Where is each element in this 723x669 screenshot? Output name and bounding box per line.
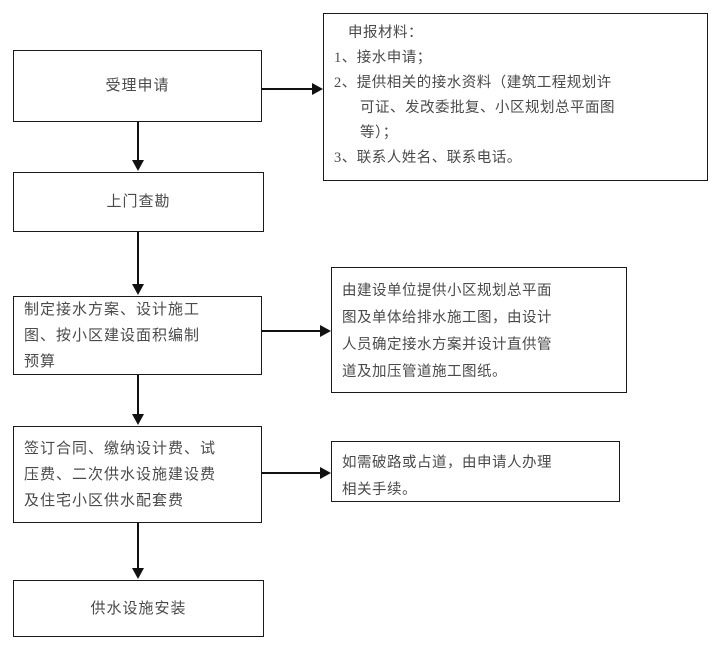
arrowhead-right-icon [312, 83, 323, 95]
process-node-survey[interactable]: 上门查勘 [13, 172, 264, 232]
process-node-plan-label: 制定接水方案、设计施工 图、按小区建设面积编制 预算 [24, 301, 201, 370]
process-node-intake[interactable]: 受理申请 [13, 50, 262, 122]
annotation-note-roadwork[interactable]: 如需破路或占道，由申请人办理 相关手续。 [331, 441, 620, 502]
annotation-note-drawings[interactable]: 由建设单位提供小区规划总平面 图及单体给排水施工图，由设计 人员确定接水方案并设… [331, 267, 627, 393]
note-roadwork-line-2: 相关手续。 [342, 482, 417, 498]
process-node-install[interactable]: 供水设施安装 [13, 580, 264, 637]
process-node-contract[interactable]: 签订合同、缴纳设计费、试 压费、二次供水设施建设费 及住宅小区供水配套费 [13, 426, 262, 523]
note-materials-line-6: 3、联系人姓名、联系电话。 [334, 150, 522, 166]
note-drawings-line-1: 由建设单位提供小区规划总平面 [342, 283, 552, 299]
arrow-shaft [262, 88, 314, 90]
process-node-install-label: 供水设施安装 [90, 600, 187, 617]
note-drawings-line-4: 道及加压管道施工图纸。 [342, 364, 507, 380]
arrow-shaft [137, 122, 139, 161]
process-node-intake-label: 受理申请 [105, 78, 170, 94]
arrowhead-right-icon [320, 467, 331, 479]
arrow-shaft [137, 375, 139, 415]
note-roadwork-line-1: 如需破路或占道，由申请人办理 [342, 455, 552, 471]
process-node-contract-label: 签订合同、缴纳设计费、试 压费、二次供水设施建设费 及住宅小区供水配套费 [24, 440, 217, 509]
process-node-survey-label: 上门查勘 [106, 194, 171, 210]
note-drawings-line-2: 图及单体给排水施工图，由设计 [342, 310, 552, 326]
arrowhead-down-icon [132, 414, 144, 425]
note-materials-line-1: 申报材料： [348, 25, 423, 41]
note-materials-line-5: 等）； [360, 125, 398, 141]
arrowhead-right-icon [320, 325, 331, 337]
arrowhead-down-icon [132, 284, 144, 295]
arrow-shaft [137, 523, 139, 569]
note-materials-line-2: 1、接水申请； [334, 50, 432, 66]
note-materials-line-3: 2、提供相关的接水资料（建筑工程规划许 [334, 75, 612, 91]
note-drawings-line-3: 人员确定接水方案并设计直供管 [342, 337, 552, 353]
arrow-shaft [262, 472, 322, 474]
annotation-note-materials[interactable]: 申报材料： 1、接水申请； 2、提供相关的接水资料（建筑工程规划许 可证、发改委… [323, 13, 708, 181]
arrowhead-down-icon [132, 568, 144, 579]
arrow-shaft [262, 330, 322, 332]
arrow-shaft [137, 232, 139, 285]
note-materials-line-4: 可证、发改委批复、小区规划总平面图 [360, 100, 615, 116]
process-node-plan[interactable]: 制定接水方案、设计施工 图、按小区建设面积编制 预算 [13, 296, 262, 375]
arrowhead-down-icon [132, 160, 144, 171]
